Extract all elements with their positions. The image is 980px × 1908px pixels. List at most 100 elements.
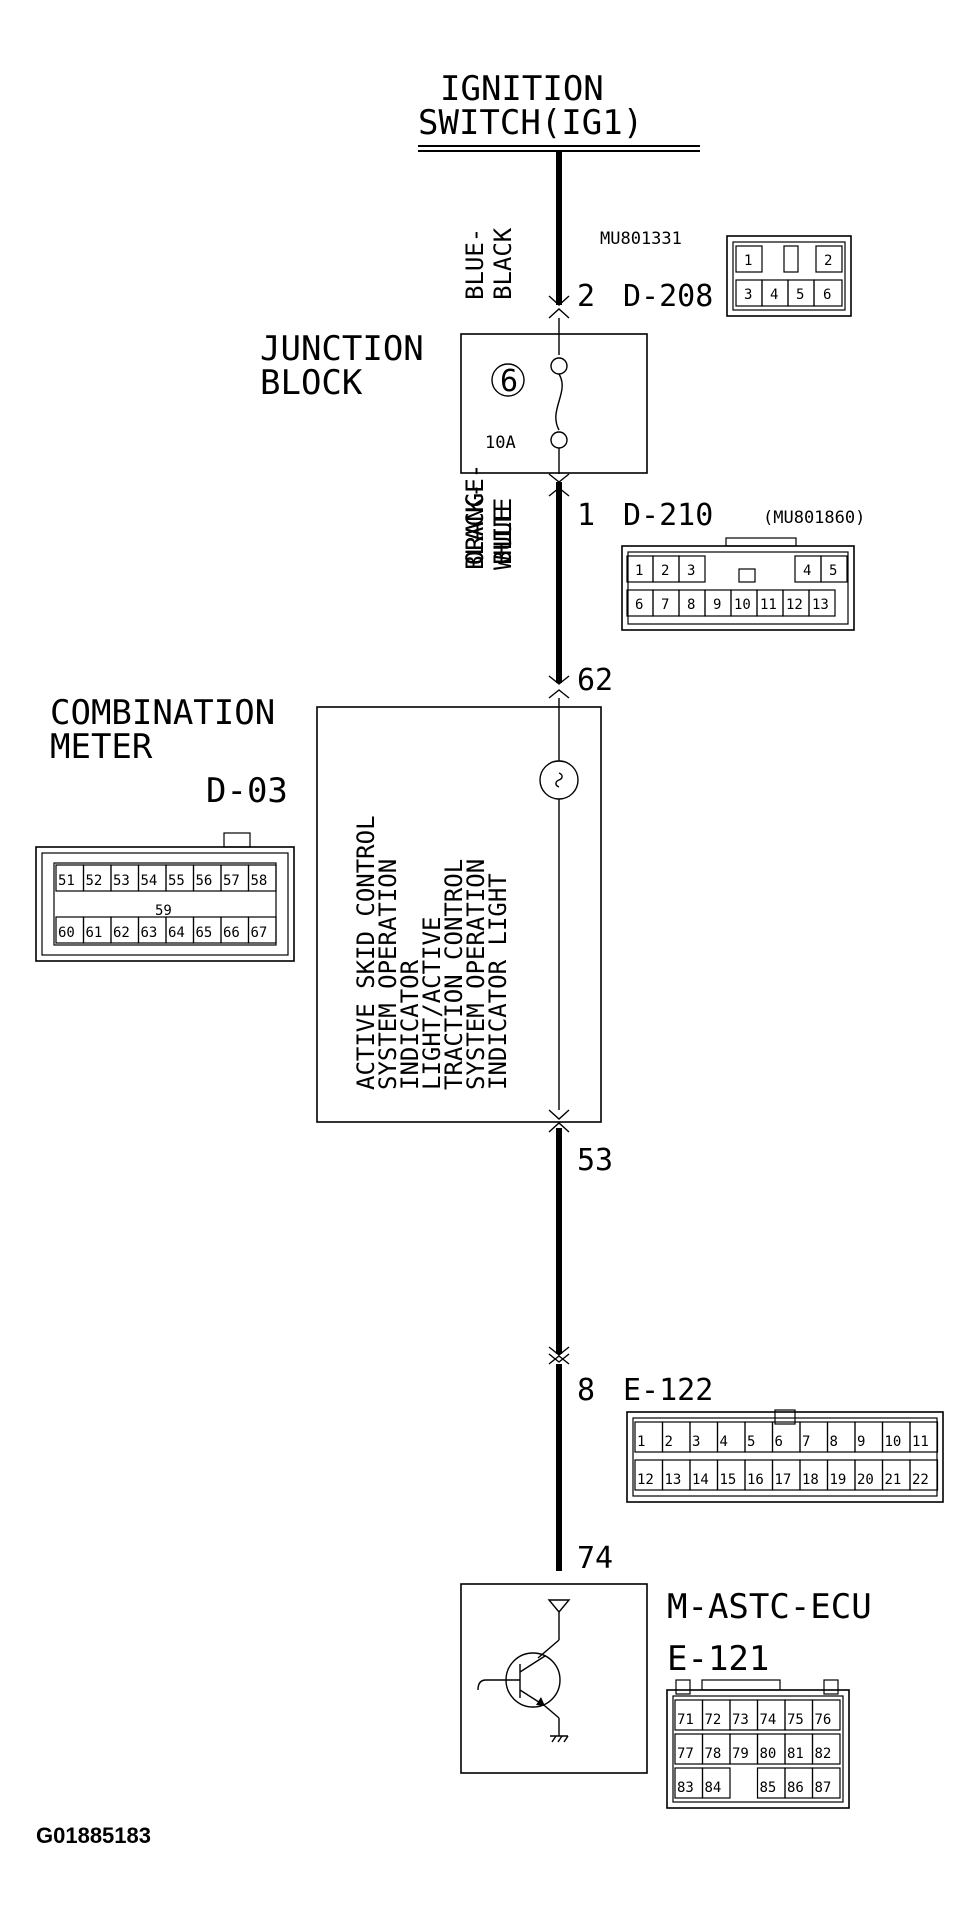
pin-number: 72 [705,1712,722,1728]
pin-cell [247,916,277,944]
svg-text:59: 59 [155,903,172,919]
pin-number: 74 [760,1712,777,1728]
pin-number: 56 [196,873,213,889]
pin-number: 57 [223,873,240,889]
meter-pin-in: 62 [577,663,613,698]
d208-label: D-208 [623,279,713,314]
meter-label-line1: COMBINATION [50,693,275,733]
svg-text:8: 8 [687,597,695,613]
svg-text:ORANGE-: ORANGE- [461,464,489,565]
meter-connector-label: D-03 [206,771,288,811]
pin-number: 80 [760,1746,777,1762]
svg-text:4: 4 [770,287,778,303]
junction-block-label-line1: JUNCTION [260,329,424,369]
svg-text:1: 1 [744,253,752,269]
ecu-connector-label: E-121 [667,1639,769,1679]
pin-number: 22 [912,1472,929,1488]
indicator-lamp-description: ACTIVE SKID CONTROL SYSTEM OPERATION IND… [352,815,512,1090]
svg-text:3: 3 [687,563,695,579]
ignition-switch: IGNITION SWITCH(IG1) [418,69,700,152]
pin-number: 76 [815,1712,832,1728]
meter-label-line2: METER [50,727,153,767]
pin-number: 51 [58,873,75,889]
pin-number: 15 [720,1472,737,1488]
pin-cell [811,1733,841,1765]
wire-color-label-2: BLACK- WHITE [461,483,517,570]
meter-pin-out: 53 [577,1143,613,1178]
pin-number: 55 [168,873,185,889]
ecu-box [460,1583,648,1774]
svg-text:SYSTEM OPERATION: SYSTEM OPERATION [462,859,490,1090]
svg-text:BLACK: BLACK [489,227,517,300]
svg-text:INDICATOR: INDICATOR [396,959,424,1090]
pin-number: 66 [223,925,240,941]
wire-color-label-4: ORANGE- BULE [461,464,517,565]
pin-number: 73 [732,1712,749,1728]
svg-text:BLACK-: BLACK- [461,483,489,570]
svg-text:2: 2 [661,563,669,579]
svg-text:INDICATOR LIGHT: INDICATOR LIGHT [484,873,512,1090]
pin-number: 20 [857,1472,874,1488]
d208-part-number: MU801331 [600,229,682,249]
pin-number: 2 [665,1434,673,1450]
pin-number: 53 [113,873,130,889]
pin-number: 63 [141,925,158,941]
svg-text:2: 2 [824,253,832,269]
pin-number: 6 [775,1434,783,1450]
pin-number: 82 [815,1746,832,1762]
d210-part-number: (MU801860) [763,508,865,528]
pin-number: 71 [677,1712,694,1728]
pin-number: 61 [86,925,103,941]
pin-cell [247,864,277,892]
pin-number: 60 [58,925,75,941]
pin-number: 81 [787,1746,804,1762]
d210-connector-face: 1 2 3 4 5 6 7 8 9 10 11 12 13 [621,537,855,631]
d210-label: D-210 [623,498,713,533]
pin-number: 5 [747,1434,755,1450]
ecu-name: M-ASTC-ECU [667,1587,872,1627]
connector-chevrons [548,295,570,1365]
pin-number: 8 [830,1434,838,1450]
pin-number: 78 [705,1746,722,1762]
d208-connector-face: 1 2 3 4 5 6 [726,235,852,317]
pin-cell [811,1699,841,1731]
ignition-label-line2: SWITCH(IG1) [418,103,643,143]
pin-number: 67 [251,925,268,941]
figure-code: G01885183 [36,1823,151,1848]
svg-text:6: 6 [635,597,643,613]
junction-block: 6 10A [460,318,648,474]
combination-meter-box: ACTIVE SKID CONTROL SYSTEM OPERATION IND… [316,698,602,1123]
pin-number: 21 [885,1472,902,1488]
svg-text:TRACTION CONTROL: TRACTION CONTROL [440,859,468,1090]
ecu-pin: 74 [577,1541,613,1576]
pin-number: 75 [787,1712,804,1728]
pin-number: 62 [113,925,130,941]
pin-number: 65 [196,925,213,941]
d208-pin: 2 [577,279,595,314]
svg-text:5: 5 [796,287,804,303]
pin-number: 86 [787,1780,804,1796]
pin-number: 85 [760,1780,777,1796]
e122-pin: 8 [577,1373,595,1408]
svg-text:11: 11 [760,597,777,613]
svg-text:7: 7 [661,597,669,613]
pin-number: 4 [720,1434,728,1450]
svg-text:9: 9 [713,597,721,613]
pin-number: 1 [637,1434,645,1450]
svg-text:BULE: BULE [489,507,517,565]
ignition-label-line1: IGNITION [440,69,604,109]
pin-number: 9 [857,1434,865,1450]
svg-text:BLUE: BLUE [489,507,517,565]
pin-number: 19 [830,1472,847,1488]
pin-cell [811,1767,841,1799]
